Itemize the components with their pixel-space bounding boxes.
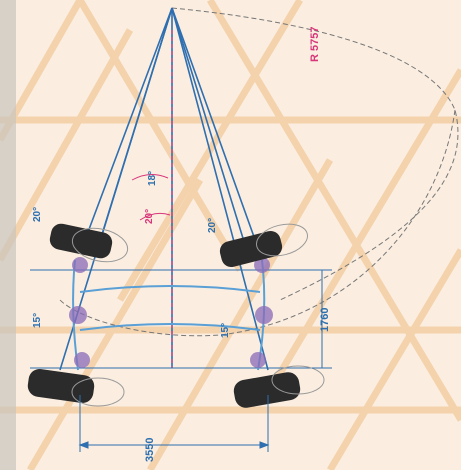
track-label: 1760 [319, 308, 331, 332]
tyre-rear-right [233, 365, 325, 408]
angle-front-left-label: 20° [32, 207, 43, 222]
turning-radius-arc [171, 7, 459, 301]
radius-label: R 5757 [309, 27, 321, 62]
wheelbase-label: 3550 [144, 438, 156, 462]
suspension-icon [69, 257, 273, 368]
angle-center-inner-label: 20° [144, 209, 155, 224]
tyre-front-right [219, 223, 308, 267]
angle-arcs [131, 174, 171, 221]
angle-rear-left-label: 15° [32, 313, 43, 328]
tyre-rear-left [27, 368, 125, 407]
tyre-front-left [49, 223, 129, 263]
angle-rear-right-label: 15° [220, 323, 231, 338]
inner-turning-arc [59, 109, 456, 337]
angle-front-right-label: 20° [207, 218, 218, 233]
left-shadow [0, 0, 16, 470]
steering-lines [59, 7, 269, 371]
angle-center-outer-label: 18° [147, 171, 158, 186]
dimension-lines [78, 269, 332, 452]
